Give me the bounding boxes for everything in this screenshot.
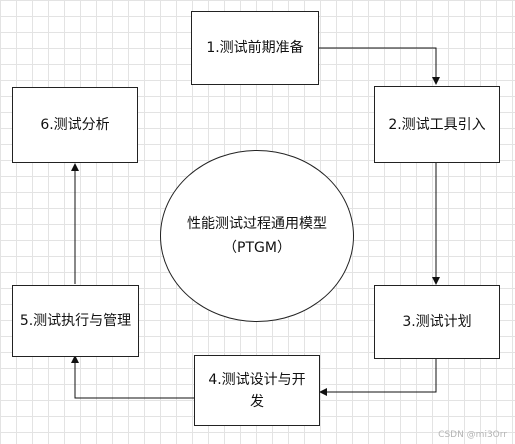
center-title: 性能测试过程通用模型 (187, 216, 327, 232)
arrow-step4-to-step5 (71, 355, 194, 399)
step-3-label: 3.测试计划 (402, 314, 472, 330)
step-5-label: 5.测试执行与管理 (19, 313, 132, 329)
watermark: CSDN @mi3Orr (438, 430, 507, 440)
step-1-label: 1.测试前期准备 (206, 40, 304, 56)
step-3-box: 3.测试计划 (374, 285, 500, 359)
step-1-box: 1.测试前期准备 (191, 11, 319, 85)
step-4-label: 4.测试设计与开发 (208, 371, 306, 410)
step-6-box: 6.测试分析 (12, 87, 138, 163)
step-6-label: 6.测试分析 (40, 117, 110, 133)
center-abbreviation: （PTGM） (223, 240, 291, 256)
arrow-step3-to-step4 (319, 358, 437, 396)
step-4-box: 4.测试设计与开发 (194, 355, 320, 426)
arrow-step1-to-step2 (318, 47, 440, 85)
step-2-box: 2.测试工具引入 (374, 86, 500, 163)
step-5-box: 5.测试执行与管理 (12, 285, 139, 357)
step-2-label: 2.测试工具引入 (388, 116, 486, 133)
center-model-circle: 性能测试过程通用模型 （PTGM） (160, 150, 354, 322)
